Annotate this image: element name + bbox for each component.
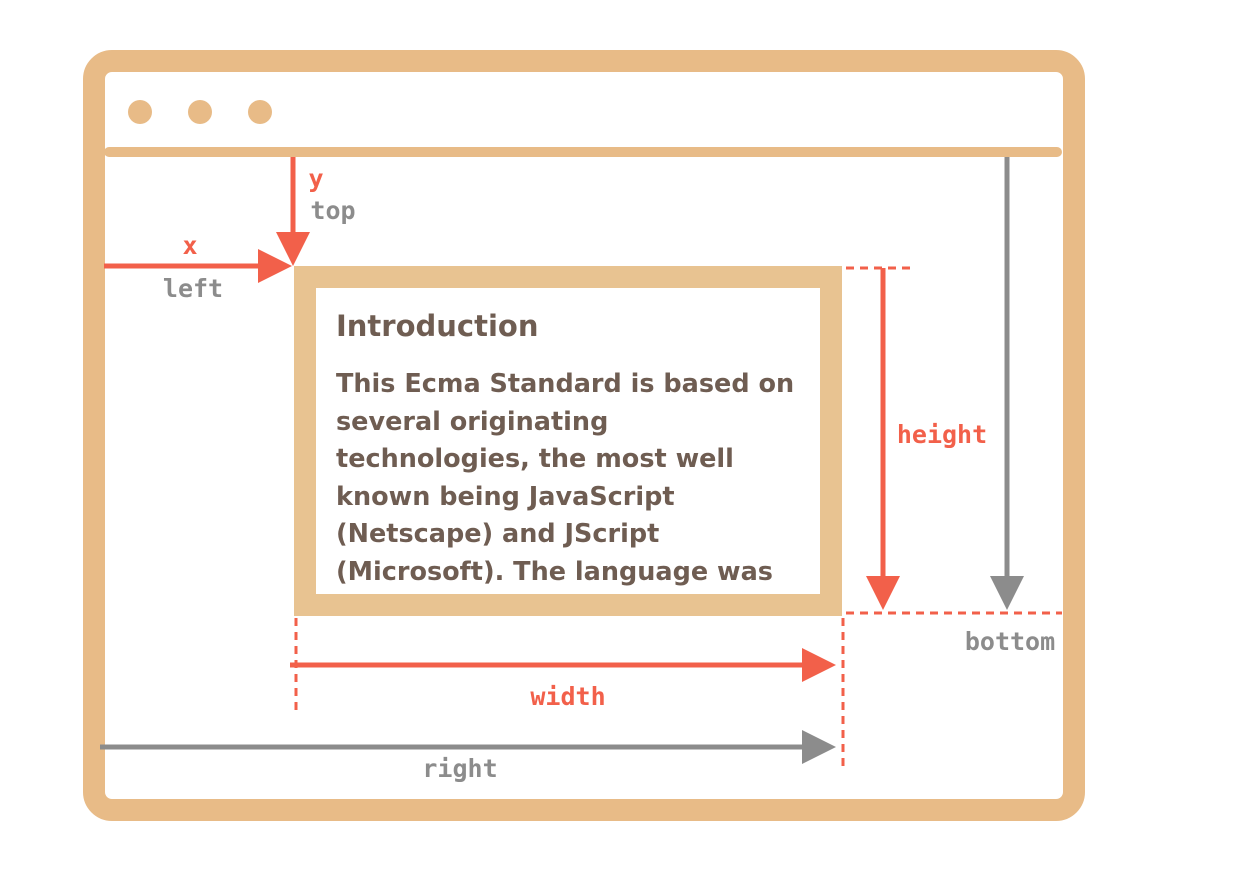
label-right: right (422, 754, 497, 783)
label-bottom: bottom (965, 627, 1055, 656)
window-dot-2 (188, 100, 212, 124)
window-dot-3 (248, 100, 272, 124)
width-arrow-head (802, 648, 836, 682)
label-x: x (182, 231, 197, 260)
toolbar-divider (104, 147, 1062, 157)
window-dot-1 (128, 100, 152, 124)
label-width: width (530, 682, 605, 711)
card-body: This Ecma Standard is based on several o… (336, 369, 795, 616)
card-title: Introduction (336, 309, 539, 343)
label-height: height (897, 420, 987, 449)
height-arrow-head (866, 576, 900, 610)
bottom-arrow-head (990, 576, 1024, 610)
element-content: Introduction This Ecma Standard is based… (316, 288, 820, 616)
element-box: Introduction This Ecma Standard is based… (294, 266, 842, 616)
left-arrow-head (258, 249, 292, 283)
label-top: top (310, 196, 355, 225)
top-arrow-head (276, 232, 310, 266)
label-y: y (308, 164, 323, 193)
label-left: left (163, 274, 223, 303)
right-arrow-head (802, 730, 836, 764)
